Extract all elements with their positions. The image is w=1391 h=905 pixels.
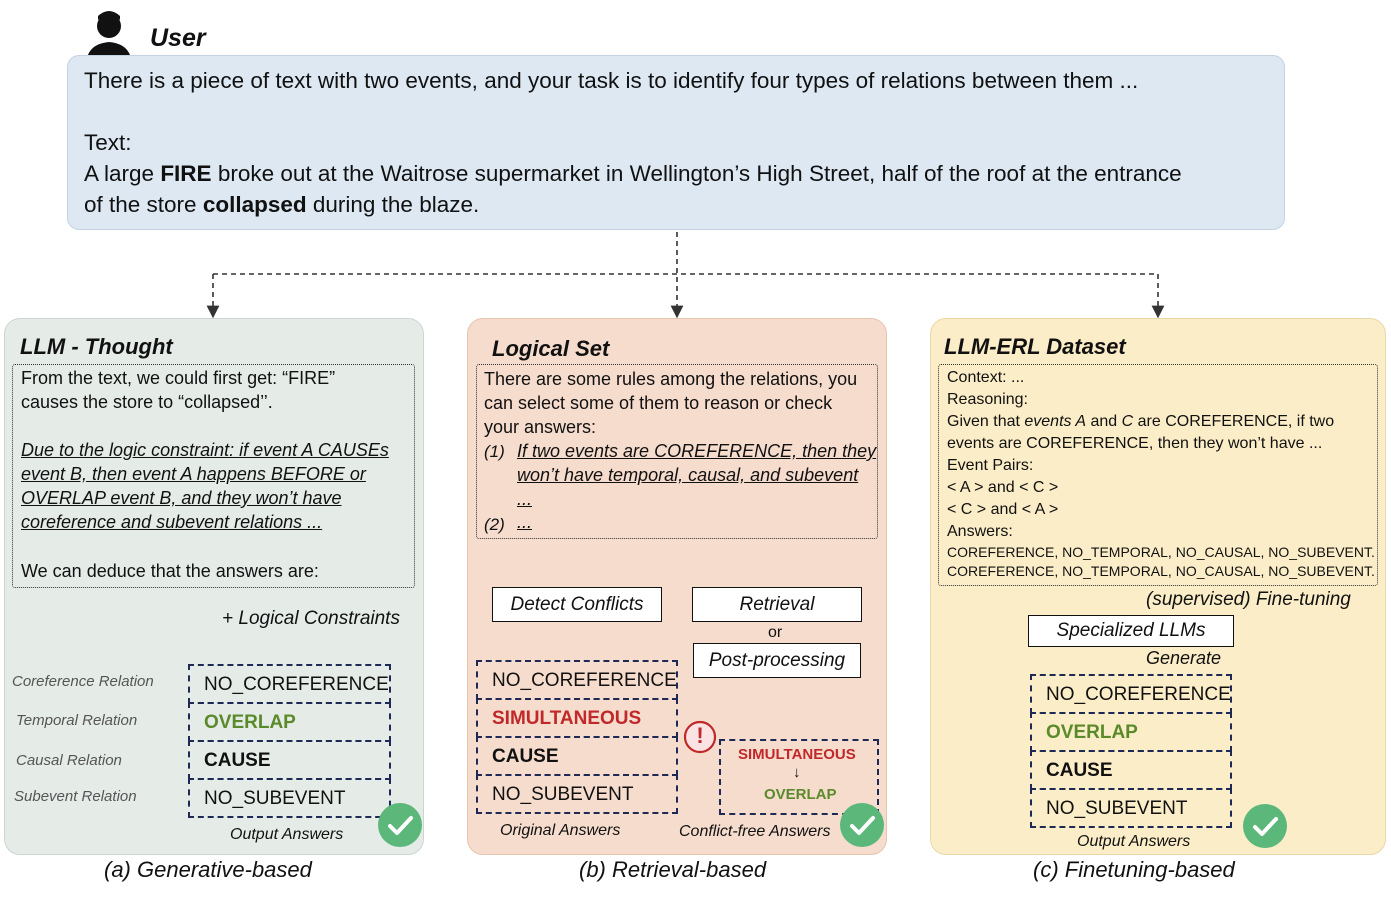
answer-box: NO_COREFERENCE — [188, 664, 391, 704]
panel-generative — [4, 318, 424, 855]
original-answer-box: NO_COREFERENCE — [476, 660, 678, 700]
rule-number: (1) — [484, 442, 505, 461]
event-text-line-2: of the store collapsed during the blaze. — [84, 192, 480, 217]
panel-a-title: LLM - Thought — [20, 334, 173, 359]
task-instruction: There is a piece of text with two events… — [84, 68, 1139, 93]
detect-conflicts-box: Detect Conflicts — [492, 587, 662, 622]
conflict-top-label: SIMULTANEOUS — [738, 746, 856, 763]
event-text-line-1: A large FIRE broke out at the Waitrose s… — [84, 161, 1182, 186]
caption-c: (c) Finetuning-based — [1033, 857, 1235, 882]
answers-label: Answers: — [947, 523, 1013, 540]
event-pairs-label: Event Pairs: — [947, 457, 1034, 474]
event-pair: < C > and < A > — [947, 501, 1059, 518]
original-answer-box: SIMULTANEOUS — [476, 698, 678, 738]
rule-line: ... — [517, 489, 533, 509]
user-label: User — [150, 24, 206, 52]
panel-b-title: Logical Set — [492, 336, 610, 361]
conflict-alert-icon: ! — [683, 720, 717, 754]
check-icon — [1243, 804, 1287, 848]
retrieval-box: Retrieval — [692, 587, 862, 622]
check-icon — [378, 803, 422, 847]
user-prompt-box — [67, 55, 1285, 230]
specialized-llms-box: Specialized LLMs — [1028, 615, 1234, 647]
thought-line: From the text, we could first get: “FIRE… — [21, 368, 336, 388]
conflict-bottom-label: OVERLAP — [764, 786, 837, 803]
logical-set-line: can select some of them to reason or che… — [484, 393, 833, 413]
answer-box: OVERLAP — [188, 702, 391, 742]
thought-line: causes the store to “collapsed’’. — [21, 392, 273, 412]
answer-box: NO_SUBEVENT — [188, 778, 391, 818]
reasoning-line: events are COREFERENCE, then they won’t … — [947, 435, 1323, 452]
rule-number: (2) — [484, 515, 505, 534]
reasoning-label: Reasoning: — [947, 391, 1028, 408]
check-icon — [840, 803, 884, 847]
constraint-line: Due to the logic constraint: if event A … — [21, 440, 389, 460]
panel-c-title: LLM-ERL Dataset — [944, 334, 1126, 359]
output-answers-label: Output Answers — [1077, 833, 1191, 850]
reasoning-line: Given that events A and C are COREFERENC… — [947, 413, 1335, 430]
finetune-label: (supervised) Fine-tuning — [1146, 589, 1351, 610]
rule-line: If two events are COREFERENCE, then they — [517, 441, 877, 461]
constraint-line: OVERLAP event B, and they won’t have — [21, 488, 342, 508]
causal-relation-label: Causal Relation — [16, 752, 122, 769]
logical-set-line: your answers: — [484, 417, 597, 437]
answer-box: CAUSE — [188, 740, 391, 780]
deduce-line: We can deduce that the answers are: — [21, 561, 319, 581]
output-answers-label: Output Answers — [230, 826, 344, 843]
post-processing-box: Post-processing — [693, 643, 861, 678]
output-answer-box: NO_COREFERENCE — [1030, 674, 1232, 714]
logical-set-box — [476, 364, 878, 539]
rule-line: ... — [517, 512, 533, 532]
logical-set-line: There are some rules among the relations… — [484, 369, 858, 389]
conflict-arrow: ↓ — [793, 764, 801, 781]
original-answer-box: NO_SUBEVENT — [476, 774, 678, 814]
temporal-relation-label: Temporal Relation — [16, 712, 138, 729]
event-pair: < A > and < C > — [947, 479, 1059, 496]
generate-label: Generate — [1146, 648, 1222, 668]
thought-box — [12, 364, 415, 588]
or-label: or — [768, 624, 783, 641]
subevent-relation-label: Subevent Relation — [14, 788, 137, 805]
text-label: Text: — [84, 130, 132, 155]
constraint-line: event B, then event A happens BEFORE or — [21, 464, 366, 484]
output-answer-box: CAUSE — [1030, 750, 1232, 790]
output-answer-box: OVERLAP — [1030, 712, 1232, 752]
original-answers-label: Original Answers — [500, 822, 621, 839]
coreference-relation-label: Coreference Relation — [12, 673, 154, 690]
conflict-free-box — [719, 739, 879, 815]
context-line: Context: ... — [947, 369, 1025, 386]
rule-line: won’t have temporal, causal, and subeven… — [517, 465, 859, 485]
constraint-line: coreference and subevent relations ... — [21, 512, 323, 532]
original-answer-box: CAUSE — [476, 736, 678, 776]
answer-line: COREFERENCE, NO_TEMPORAL, NO_CAUSAL, NO_… — [947, 544, 1375, 560]
panel-finetuning — [930, 318, 1386, 855]
logical-constraints-label: + Logical Constraints — [222, 608, 400, 629]
conflict-free-answers-label: Conflict-free Answers — [679, 823, 831, 840]
caption-a: (a) Generative-based — [104, 857, 312, 882]
output-answer-box: NO_SUBEVENT — [1030, 788, 1232, 828]
dataset-box — [938, 364, 1378, 586]
caption-b: (b) Retrieval-based — [579, 857, 767, 882]
answer-line: COREFERENCE, NO_TEMPORAL, NO_CAUSAL, NO_… — [947, 563, 1375, 579]
